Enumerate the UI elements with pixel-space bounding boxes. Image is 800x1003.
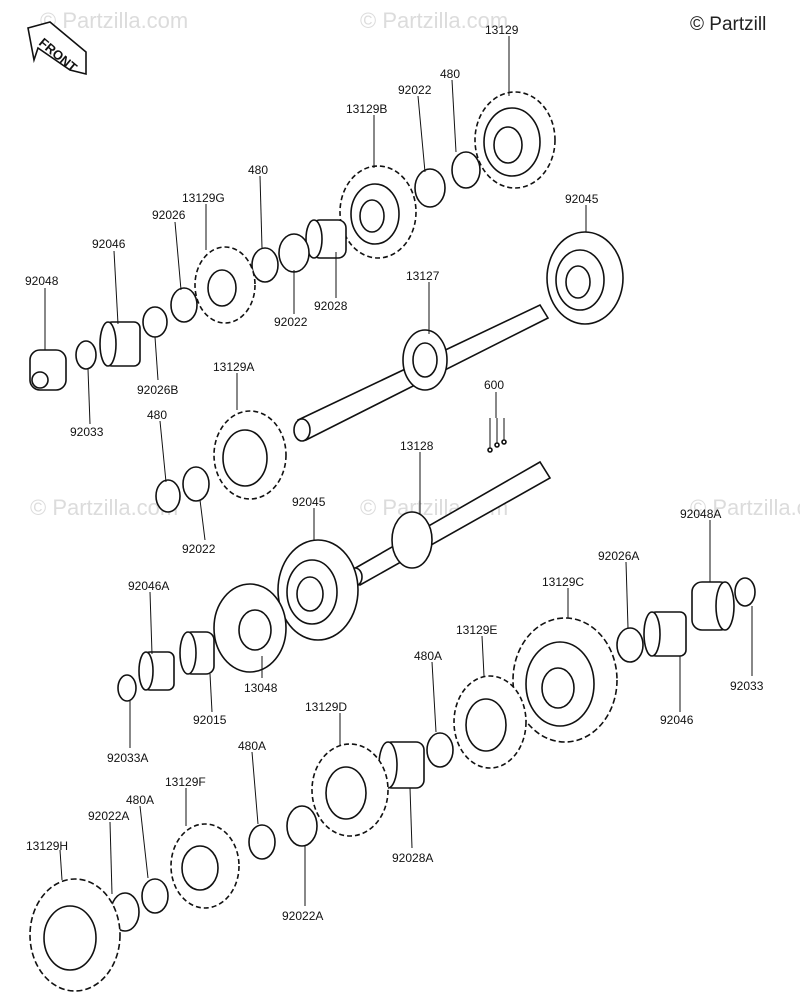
label-13129b: 13129B: [346, 102, 387, 116]
gear-13129e-icon: [453, 675, 527, 769]
label-13129f: 13129F: [165, 775, 206, 789]
label-13128: 13128: [400, 439, 434, 453]
collar-92048-icon: [29, 349, 67, 391]
label-13129e: 13129E: [456, 623, 497, 637]
label-13129d: 13129D: [305, 700, 347, 714]
washer-icon: [182, 466, 210, 502]
gear-13129c-icon: [512, 617, 618, 743]
collar-92048a-icon: [691, 581, 735, 631]
ring-icon: [734, 577, 756, 607]
label-480: 480: [248, 163, 268, 177]
label-92045: 92045: [292, 495, 326, 509]
label-480a: 480A: [126, 793, 154, 807]
copyright-text: © Partzill: [690, 14, 766, 35]
label-92026b: 92026B: [137, 383, 178, 397]
label-600: 600: [484, 378, 504, 392]
washer-icon: [616, 627, 644, 663]
label-13127: 13127: [406, 269, 440, 283]
circlip-icon: [248, 824, 276, 860]
label-480a: 480A: [238, 739, 266, 753]
needle-bearing-92046-icon: [643, 611, 687, 657]
circlip-icon: [141, 878, 169, 914]
label-480: 480: [147, 408, 167, 422]
part-labels: 13129 480 92022 13129B 480 13129G 92026 …: [25, 23, 764, 923]
label-92045: 92045: [565, 192, 599, 206]
bearing-92045-icon: [277, 539, 359, 641]
gear-13129-icon: [474, 91, 556, 189]
label-92022a: 92022A: [88, 809, 129, 823]
washer-icon: [142, 306, 168, 338]
label-13129: 13129: [485, 23, 519, 37]
label-92022: 92022: [182, 542, 216, 556]
pin-600-icon: [487, 418, 507, 453]
label-92033: 92033: [70, 425, 104, 439]
label-92026: 92026: [152, 208, 186, 222]
label-92022a: 92022A: [282, 909, 323, 923]
label-92048a: 92048A: [680, 507, 721, 521]
watermark-text: © Partzilla.com: [40, 8, 188, 33]
gear-13129a-icon: [213, 410, 287, 500]
sleeve-92015-icon: [179, 631, 215, 675]
watermark-text: © Partzilla.com: [360, 8, 508, 33]
needle-bearing-92046-icon: [99, 321, 141, 367]
gear-13129f-icon: [170, 823, 240, 909]
circlip-icon: [251, 247, 279, 283]
watermark-text: © Partzilla.com: [690, 495, 800, 520]
needle-bearing-92046a-icon: [138, 651, 175, 691]
ring-icon: [117, 674, 137, 702]
label-92028: 92028: [314, 299, 348, 313]
label-92048: 92048: [25, 274, 59, 288]
label-92028a: 92028A: [392, 851, 433, 865]
label-13129c: 13129C: [542, 575, 584, 589]
circlip-icon: [426, 732, 454, 768]
label-480: 480: [440, 67, 460, 81]
leader-lines: [44, 36, 753, 906]
label-92033a: 92033A: [107, 751, 148, 765]
label-13129a: 13129A: [213, 360, 254, 374]
washer-icon: [414, 168, 446, 208]
label-92022: 92022: [398, 83, 432, 97]
bushing-92028-icon: [305, 219, 347, 259]
label-92046: 92046: [660, 713, 694, 727]
label-92046: 92046: [92, 237, 126, 251]
bearing-92045-icon: [546, 231, 624, 325]
label-13129h: 13129H: [26, 839, 68, 853]
shaft-13128-icon: [347, 460, 552, 587]
label-13048: 13048: [244, 681, 278, 695]
ring-icon: [75, 340, 97, 370]
gear-13129d-icon: [311, 743, 389, 837]
label-92015: 92015: [193, 713, 227, 727]
label-13129g: 13129G: [182, 191, 225, 205]
label-92022: 92022: [274, 315, 308, 329]
washer-icon: [278, 233, 310, 273]
shaft-13127-icon: [293, 303, 550, 442]
circlip-icon: [451, 151, 481, 189]
label-92046a: 92046A: [128, 579, 169, 593]
label-480a: 480A: [414, 649, 442, 663]
washer-icon: [170, 287, 198, 323]
gear-13129g-icon: [194, 246, 256, 324]
watermark-text: © Partzilla.com: [30, 495, 178, 520]
label-92033: 92033: [730, 679, 764, 693]
gear-13129h-icon: [29, 878, 121, 992]
label-92026a: 92026A: [598, 549, 639, 563]
circlip-icon: [155, 479, 181, 513]
washer-icon: [286, 805, 318, 847]
part-13048-icon: [213, 583, 287, 673]
gear-13129b-icon: [339, 165, 417, 259]
